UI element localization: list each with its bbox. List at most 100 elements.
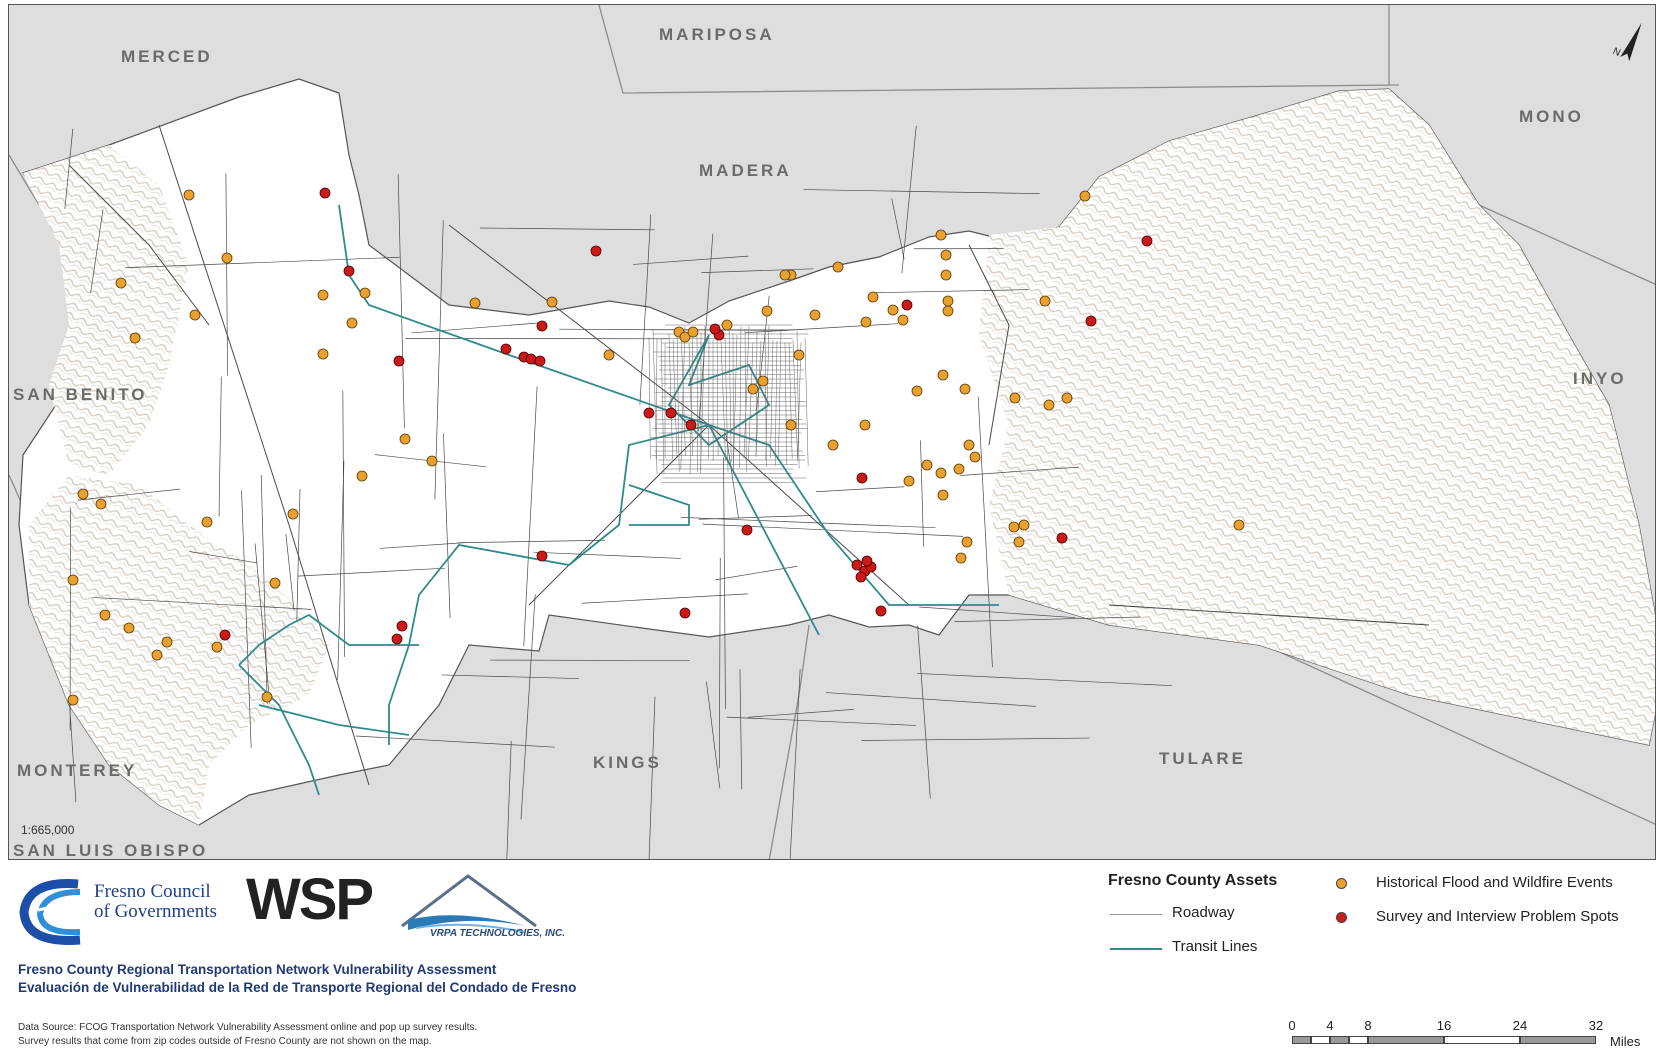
flood-wildfire-marker[interactable] — [261, 691, 273, 703]
flood-wildfire-marker[interactable] — [77, 488, 89, 500]
problem-spot-marker[interactable] — [393, 355, 405, 367]
flood-wildfire-marker[interactable] — [189, 309, 201, 321]
problem-spot-points[interactable] — [219, 187, 1153, 645]
flood-wildfire-marker[interactable] — [903, 475, 915, 487]
flood-wildfire-marker[interactable] — [679, 331, 691, 343]
flood-wildfire-marker[interactable] — [129, 332, 141, 344]
flood-wildfire-marker[interactable] — [317, 348, 329, 360]
flood-wildfire-marker[interactable] — [747, 383, 759, 395]
problem-spot-marker[interactable] — [343, 265, 355, 277]
problem-spot-marker[interactable] — [643, 407, 655, 419]
flood-wildfire-marker[interactable] — [921, 459, 933, 471]
flood-wildfire-marker[interactable] — [827, 439, 839, 451]
problem-spot-marker[interactable] — [741, 524, 753, 536]
problem-spot-marker[interactable] — [851, 559, 863, 571]
flood-wildfire-marker[interactable] — [937, 489, 949, 501]
flood-wildfire-marker[interactable] — [959, 383, 971, 395]
flood-wildfire-marker[interactable] — [99, 609, 111, 621]
flood-wildfire-marker[interactable] — [221, 252, 233, 264]
flood-wildfire-marker[interactable] — [859, 419, 871, 431]
flood-wildfire-marker[interactable] — [1043, 399, 1055, 411]
flood-wildfire-marker[interactable] — [942, 305, 954, 317]
flood-wildfire-marker[interactable] — [687, 326, 699, 338]
flood-wildfire-marker[interactable] — [832, 261, 844, 273]
flood-wildfire-marker[interactable] — [161, 636, 173, 648]
flood-wildfire-marker[interactable] — [546, 296, 558, 308]
flood-wildfire-marker[interactable] — [897, 314, 909, 326]
flood-wildfire-marker[interactable] — [761, 305, 773, 317]
flood-wildfire-marker[interactable] — [317, 289, 329, 301]
problem-spot-marker[interactable] — [319, 187, 331, 199]
flood-wildfire-marker[interactable] — [469, 297, 481, 309]
problem-spot-marker[interactable] — [536, 550, 548, 562]
problem-spot-marker[interactable] — [1056, 532, 1068, 544]
flood-wildfire-marker[interactable] — [183, 189, 195, 201]
problem-spot-marker[interactable] — [856, 472, 868, 484]
flood-wildfire-marker[interactable] — [953, 463, 965, 475]
problem-spot-marker[interactable] — [500, 343, 512, 355]
flood-wildfire-marker[interactable] — [757, 375, 769, 387]
flood-wildfire-marker[interactable] — [937, 369, 949, 381]
flood-wildfire-marker[interactable] — [1018, 519, 1030, 531]
problem-spot-marker[interactable] — [590, 245, 602, 257]
flood-wildfire-marker[interactable] — [1039, 295, 1051, 307]
problem-spot-marker[interactable] — [1141, 235, 1153, 247]
problem-spot-marker[interactable] — [901, 299, 913, 311]
problem-spot-marker[interactable] — [219, 629, 231, 641]
flood-wildfire-marker[interactable] — [95, 498, 107, 510]
problem-spot-marker[interactable] — [861, 555, 873, 567]
flood-wildfire-marker[interactable] — [287, 508, 299, 520]
problem-spot-marker[interactable] — [534, 355, 546, 367]
flood-wildfire-marker[interactable] — [356, 470, 368, 482]
problem-spot-marker[interactable] — [1085, 315, 1097, 327]
problem-spot-marker[interactable] — [525, 353, 537, 365]
flood-wildfire-marker[interactable] — [809, 309, 821, 321]
flood-wildfire-marker[interactable] — [961, 536, 973, 548]
flood-wildfire-marker[interactable] — [123, 622, 135, 634]
flood-wildfire-marker[interactable] — [426, 455, 438, 467]
flood-wildfire-marker[interactable] — [1079, 190, 1091, 202]
flood-wildfire-marker[interactable] — [969, 451, 981, 463]
flood-wildfire-marker[interactable] — [911, 385, 923, 397]
problem-spot-marker[interactable] — [536, 320, 548, 332]
flood-wildfire-marker[interactable] — [940, 269, 952, 281]
flood-wildfire-marker[interactable] — [942, 295, 954, 307]
flood-wildfire-marker[interactable] — [67, 694, 79, 706]
flood-wildfire-marker[interactable] — [935, 467, 947, 479]
flood-wildfire-marker[interactable] — [935, 229, 947, 241]
problem-spot-marker[interactable] — [396, 620, 408, 632]
flood-wildfire-points[interactable] — [67, 189, 1245, 706]
flood-wildfire-marker[interactable] — [269, 577, 281, 589]
flood-wildfire-marker[interactable] — [359, 287, 371, 299]
problem-spot-marker[interactable] — [665, 407, 677, 419]
flood-wildfire-marker[interactable] — [1009, 392, 1021, 404]
flood-wildfire-marker[interactable] — [867, 291, 879, 303]
flood-wildfire-marker[interactable] — [151, 649, 163, 661]
flood-wildfire-marker[interactable] — [963, 439, 975, 451]
flood-wildfire-marker[interactable] — [115, 277, 127, 289]
flood-wildfire-marker[interactable] — [860, 316, 872, 328]
flood-wildfire-marker[interactable] — [940, 249, 952, 261]
flood-wildfire-marker[interactable] — [1233, 519, 1245, 531]
flood-wildfire-marker[interactable] — [1013, 536, 1025, 548]
map-frame[interactable]: N MERCED MARIPOSA MADERA MONO SAN BENITO… — [8, 4, 1656, 860]
problem-spot-marker[interactable] — [679, 607, 691, 619]
flood-wildfire-marker[interactable] — [887, 304, 899, 316]
flood-wildfire-marker[interactable] — [793, 349, 805, 361]
flood-wildfire-marker[interactable] — [779, 269, 791, 281]
flood-wildfire-marker[interactable] — [955, 552, 967, 564]
flood-wildfire-marker[interactable] — [346, 317, 358, 329]
flood-wildfire-marker[interactable] — [201, 516, 213, 528]
problem-spot-marker[interactable] — [875, 605, 887, 617]
problem-spot-marker[interactable] — [855, 571, 867, 583]
problem-spot-marker[interactable] — [709, 323, 721, 335]
flood-wildfire-marker[interactable] — [721, 319, 733, 331]
flood-wildfire-marker[interactable] — [603, 349, 615, 361]
problem-spot-marker[interactable] — [685, 419, 697, 431]
flood-wildfire-marker[interactable] — [211, 641, 223, 653]
flood-wildfire-marker[interactable] — [67, 574, 79, 586]
flood-wildfire-marker[interactable] — [785, 419, 797, 431]
flood-wildfire-marker[interactable] — [399, 433, 411, 445]
flood-wildfire-marker[interactable] — [1008, 521, 1020, 533]
map-canvas[interactable]: N — [9, 5, 1656, 860]
